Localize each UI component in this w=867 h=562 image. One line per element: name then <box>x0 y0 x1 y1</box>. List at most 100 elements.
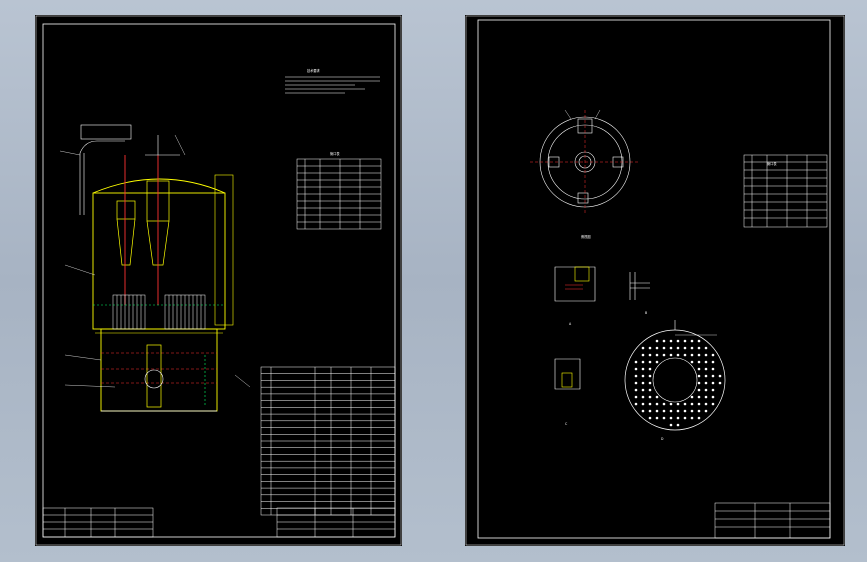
plate-hole <box>683 353 687 357</box>
plate-hole <box>704 346 708 350</box>
plate-hole <box>634 374 638 378</box>
plate-hole <box>704 388 708 392</box>
plate-hole <box>676 416 680 420</box>
detail-c <box>554 358 581 390</box>
plate-hole <box>669 409 673 413</box>
plate-hole <box>697 360 701 364</box>
right-title-block <box>714 502 831 539</box>
plate-hole <box>669 346 673 350</box>
plate-hole <box>641 388 645 392</box>
plate-hole <box>683 339 687 343</box>
plate-hole <box>676 423 680 427</box>
plate-hole <box>648 388 652 392</box>
nozzle-table-title: 管口表 <box>330 151 340 156</box>
plate-hole <box>641 381 645 385</box>
plate-hole <box>697 402 701 406</box>
plate-hole <box>641 367 645 371</box>
plate-hole <box>641 395 645 399</box>
plate-hole <box>641 360 645 364</box>
drawing-sheet-left[interactable]: 技术要求 管口表 <box>35 15 402 546</box>
plate-hole <box>711 381 715 385</box>
plate-hole <box>690 416 694 420</box>
detail-b <box>629 272 650 300</box>
drawing-sheet-right[interactable]: 俯视图 管口表 A B C D <box>465 15 845 546</box>
plate-hole <box>704 402 708 406</box>
plate-hole <box>669 339 673 343</box>
plate-hole <box>648 360 652 364</box>
plate-hole <box>711 353 715 357</box>
plate-hole <box>648 395 652 399</box>
plate-hole <box>697 353 701 357</box>
plate-hole <box>690 339 694 343</box>
vessel-drawing <box>59 124 251 412</box>
top-view-label: 俯视图 <box>581 234 591 239</box>
plate-hole <box>690 353 694 357</box>
plate-hole <box>655 360 659 364</box>
plate-hole <box>711 360 715 364</box>
plate-hole <box>669 402 673 406</box>
plate-hole <box>690 346 694 350</box>
detail-d-label: D <box>661 437 664 441</box>
plate-hole <box>648 409 652 413</box>
plate-hole <box>648 402 652 406</box>
plate-hole <box>683 346 687 350</box>
plate-hole <box>690 409 694 413</box>
plate-hole <box>690 360 694 364</box>
plate-hole <box>711 395 715 399</box>
plate-hole <box>662 416 666 420</box>
plate-hole <box>634 388 638 392</box>
detail-c-label: C <box>565 422 568 426</box>
plate-hole <box>704 360 708 364</box>
plate-hole <box>704 374 708 378</box>
plate-hole <box>711 388 715 392</box>
notes-title: 技术要求 <box>307 68 321 73</box>
plate-hole <box>676 346 680 350</box>
plate-hole <box>697 388 701 392</box>
plate-hole <box>669 423 673 427</box>
plate-hole <box>634 402 638 406</box>
plate-hole <box>676 339 680 343</box>
plate-hole <box>697 339 701 343</box>
plate-hole <box>641 353 645 357</box>
plate-hole <box>634 367 638 371</box>
plate-hole <box>648 367 652 371</box>
detail-b-label: B <box>645 311 647 315</box>
plate-hole <box>718 381 722 385</box>
plate-hole <box>690 395 694 399</box>
plate-hole <box>634 360 638 364</box>
plate-hole <box>697 395 701 399</box>
plate-hole <box>655 402 659 406</box>
plate-hole <box>641 374 645 378</box>
right-nozzle-table <box>743 154 828 228</box>
plate-hole <box>655 395 659 399</box>
plate-hole <box>655 409 659 413</box>
plate-hole <box>704 409 708 413</box>
plate-hole <box>711 402 715 406</box>
plate-hole <box>669 416 673 420</box>
detail-a-label: A <box>569 322 572 326</box>
plate-hole <box>676 353 680 357</box>
plate-hole <box>690 402 694 406</box>
plate-hole <box>641 402 645 406</box>
plate-hole <box>704 353 708 357</box>
plate-hole <box>718 374 722 378</box>
plate-hole <box>697 346 701 350</box>
assembly-drawing: 技术要求 管口表 <box>35 15 402 546</box>
plate-hole <box>655 339 659 343</box>
right-table-title: 管口表 <box>767 161 777 166</box>
filter-bank <box>112 294 206 330</box>
plate-hole <box>648 416 652 420</box>
plate-hole <box>662 402 666 406</box>
plate-hole <box>676 409 680 413</box>
plate-hole <box>697 409 701 413</box>
plate-hole <box>655 346 659 350</box>
plate-hole <box>711 367 715 371</box>
plate-hole <box>662 339 666 343</box>
plate-hole <box>641 346 645 350</box>
plate-hole <box>711 374 715 378</box>
plate-hole <box>704 367 708 371</box>
plate-hole <box>655 353 659 357</box>
plate-hole <box>634 381 638 385</box>
plate-hole <box>704 381 708 385</box>
plate-hole <box>648 353 652 357</box>
